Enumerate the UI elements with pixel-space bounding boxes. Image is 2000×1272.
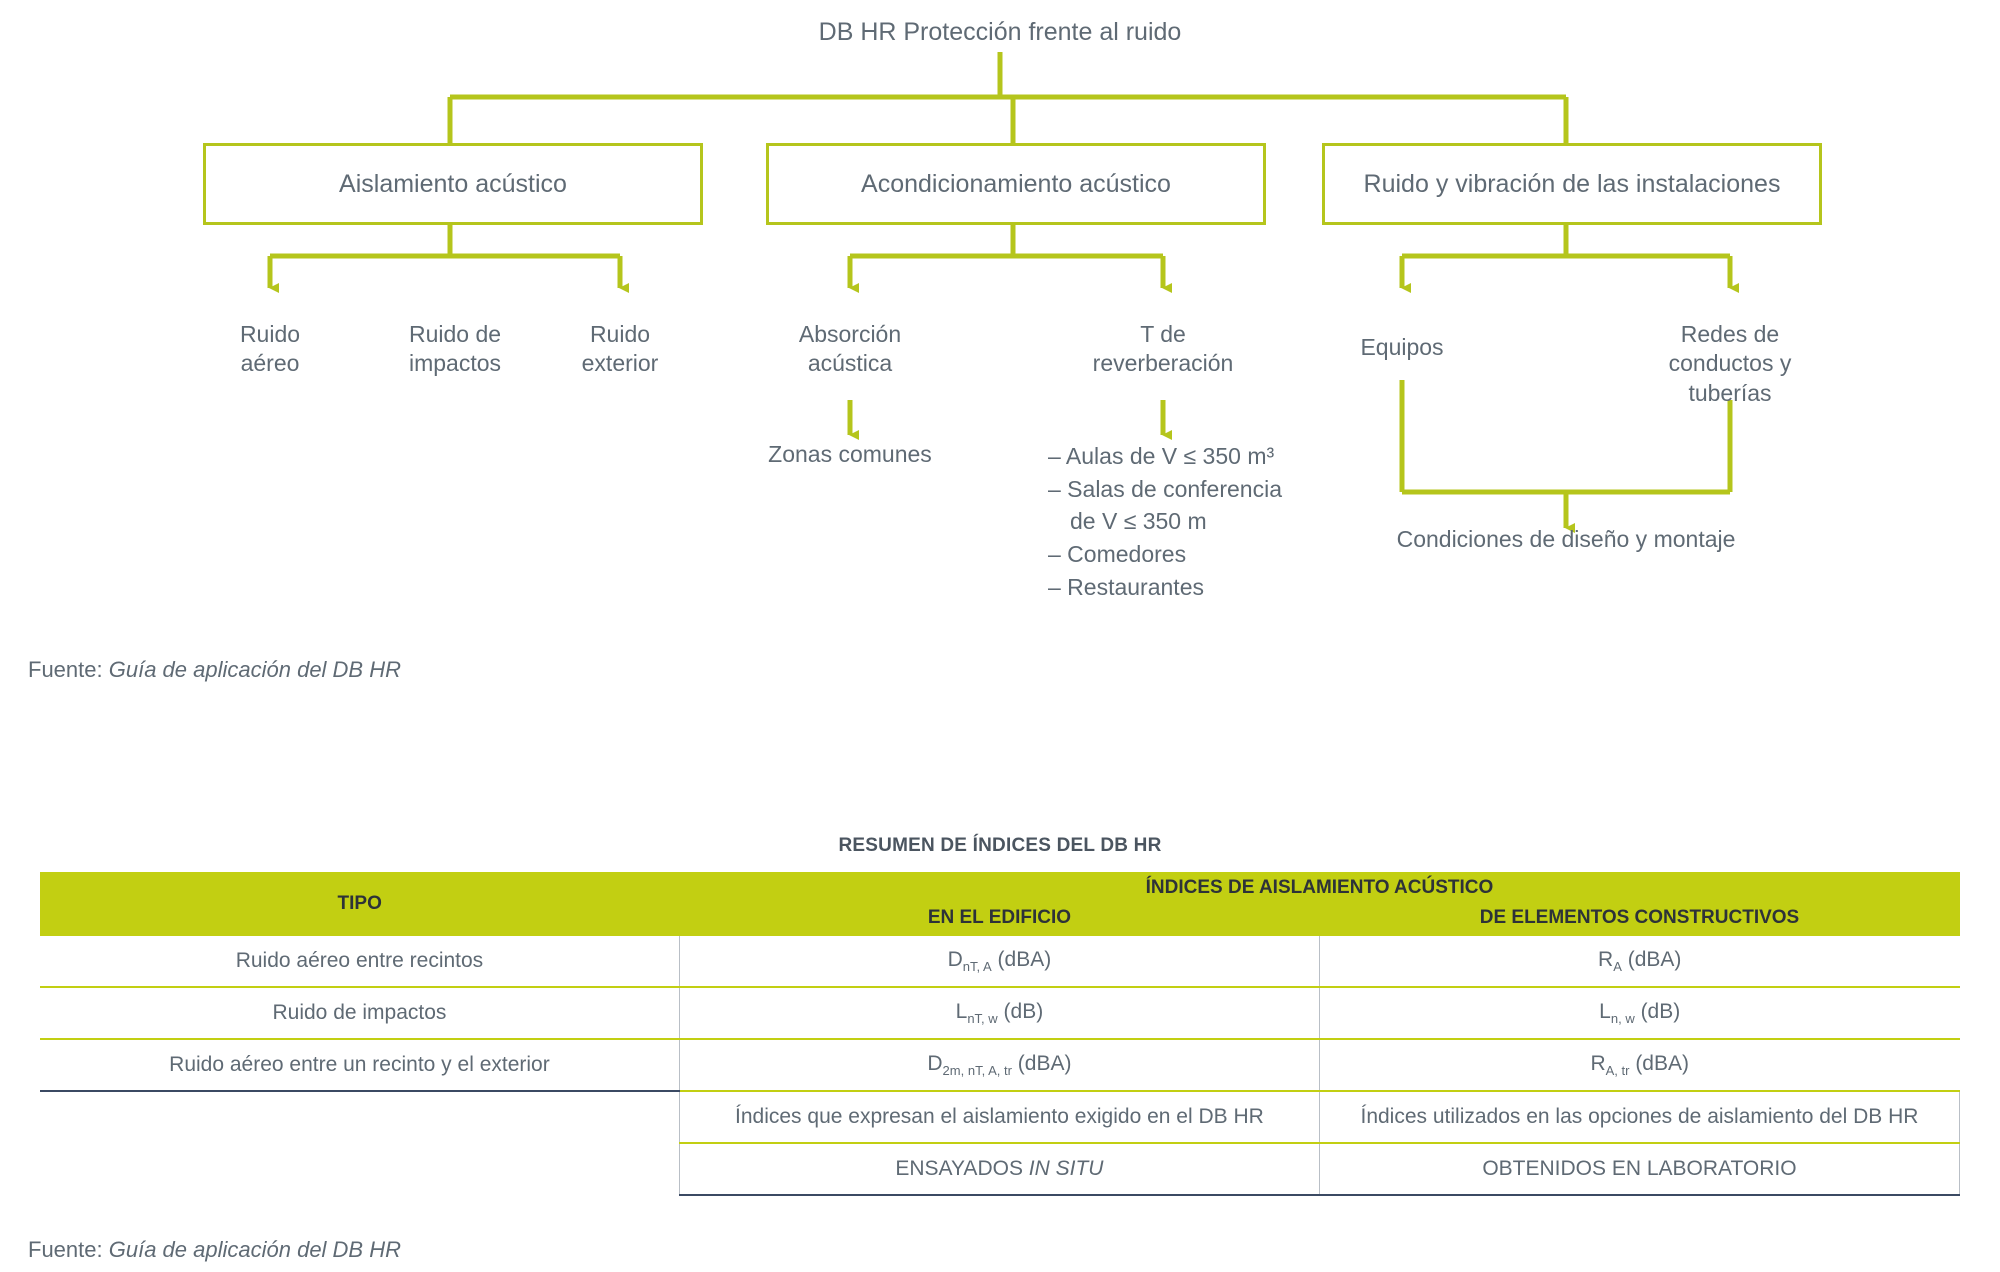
caption-fuente-bottom: Fuente: Guía de aplicación del DB HR <box>28 1237 401 1263</box>
group-header-subrow: EN EL EDIFICIO DE ELEMENTOS CONSTRUCTIVO… <box>679 907 1959 929</box>
cell-elemento-index: Ln, w (dB) <box>1319 987 1960 1040</box>
column-header-group: ÍNDICES DE AISLAMIENTO ACÚSTICO EN EL ED… <box>679 872 1960 936</box>
table-row: ENSAYADOS IN SITU OBTENIDOS EN LABORATOR… <box>40 1143 1961 1196</box>
list-item: de V ≤ 350 m <box>1070 508 1207 535</box>
cell-empty <box>40 1143 680 1195</box>
final-text-pre: ENSAYADOS <box>895 1157 1029 1180</box>
diagram-list-reverberacion: – Aulas de V ≤ 350 m³ – Salas de confere… <box>1048 440 1308 603</box>
formula-base: L <box>1599 999 1611 1023</box>
group-header-wrap: ÍNDICES DE AISLAMIENTO ACÚSTICO EN EL ED… <box>679 872 1959 936</box>
list-item: – Restaurantes <box>1048 573 1204 600</box>
column-header-tipo: TIPO <box>40 872 680 936</box>
formula-unit: (dBA) <box>1629 1051 1689 1075</box>
cell-tipo: Ruido aéreo entre un recinto y el exteri… <box>40 1039 680 1092</box>
cell-edificio-note: Índices que expresan el aislamiento exig… <box>678 1091 1320 1144</box>
formula-subscript: A <box>1613 959 1622 975</box>
caption-label: Fuente: <box>28 657 103 682</box>
caption-fuente-top: Fuente: Guía de aplicación del DB HR <box>28 657 401 683</box>
formula: LnT, w (dB) <box>955 999 1044 1027</box>
table-title: RESUMEN DE ÍNDICES DEL DB HR <box>838 835 1162 856</box>
list-item: – Salas de conferencia <box>1048 475 1282 502</box>
cell-elemento-index: RA, tr (dBA) <box>1319 1039 1960 1092</box>
table-header-row: TIPO ÍNDICES DE AISLAMIENTO ACÚSTICO EN … <box>40 872 1960 936</box>
formula: D2m, nT, A, tr (dBA) <box>927 1051 1072 1079</box>
diagram-leaf-condiciones-diseno-montaje: Condiciones de diseño y montaje <box>1396 526 1736 552</box>
formula: Ln, w (dB) <box>1599 999 1681 1027</box>
diagram-box-ruido-vibracion-instalaciones[interactable]: Ruido y vibración de las instalaciones <box>1322 143 1822 225</box>
diagram-leaf-ruido-de-impactos: Ruido de impactos <box>408 321 502 377</box>
formula: RA (dBA) <box>1598 947 1682 975</box>
formula: DnT, A (dBA) <box>947 947 1052 975</box>
column-header-en-el-edificio: EN EL EDIFICIO <box>927 907 1072 928</box>
indices-table: TIPO ÍNDICES DE AISLAMIENTO ACÚSTICO EN … <box>40 872 1961 1196</box>
cell-elemento-note: Índices utilizados en las opciones de ai… <box>1319 1091 1961 1144</box>
formula-unit: (dBA) <box>1621 947 1682 971</box>
cell-empty <box>40 1091 680 1143</box>
formula-base: L <box>955 999 968 1023</box>
cell-tipo: Ruido aéreo entre recintos <box>40 936 680 988</box>
column-header-de-elementos-constructivos: DE ELEMENTOS CONSTRUCTIVOS <box>1479 907 1800 928</box>
diagram-leaf-redes-conductos-tuberias: Redes de conductos y tuberías <box>1668 321 1792 406</box>
formula-base: R <box>1598 947 1614 971</box>
cell-elemento-final: OBTENIDOS EN LABORATORIO <box>1319 1143 1961 1196</box>
formula-base: D <box>947 947 963 971</box>
table-row: Índices que expresan el aislamiento exig… <box>40 1091 1961 1144</box>
table-body: Ruido aéreo entre recintos DnT, A (dBA) … <box>40 936 1961 1196</box>
final-text-italic: IN SITU <box>1028 1157 1104 1180</box>
cell-edificio-index: D2m, nT, A, tr (dBA) <box>679 1039 1320 1092</box>
formula-subscript: nT, w <box>967 1011 998 1027</box>
flow-diagram: DB HR Protección frente al ruido Aislami… <box>0 0 2000 620</box>
caption-source: Guía de aplicación del DB HR <box>108 1237 401 1262</box>
table-row: Ruido aéreo entre un recinto y el exteri… <box>40 1039 1960 1092</box>
formula-base: R <box>1590 1051 1606 1075</box>
formula-subscript: n, w <box>1610 1011 1635 1027</box>
group-header-title: ÍNDICES DE AISLAMIENTO ACÚSTICO <box>1145 877 1494 898</box>
diagram-leaf-ruido-exterior: Ruido exterior <box>581 321 659 377</box>
list-item: – Aulas de V ≤ 350 m³ <box>1048 443 1275 469</box>
cell-tipo: Ruido de impactos <box>40 987 680 1040</box>
caption-source: Guía de aplicación del DB HR <box>108 657 401 682</box>
cell-edificio-index: LnT, w (dB) <box>679 987 1320 1040</box>
formula-base: D <box>927 1051 943 1075</box>
diagram-leaf-zonas-comunes: Zonas comunes <box>768 441 932 467</box>
formula-subscript: 2m, nT, A, tr <box>942 1063 1012 1079</box>
cell-edificio-index: DnT, A (dBA) <box>679 936 1320 988</box>
formula-unit: (dB) <box>1634 999 1681 1023</box>
cell-edificio-final: ENSAYADOS IN SITU <box>678 1143 1320 1196</box>
formula-unit: (dBA) <box>1011 1051 1072 1075</box>
formula: RA, tr (dBA) <box>1590 1051 1689 1079</box>
caption-label: Fuente: <box>28 1237 103 1262</box>
table-row: Ruido de impactos LnT, w (dB) Ln, w (dB) <box>40 987 1960 1040</box>
formula-unit: (dB) <box>997 999 1044 1023</box>
diagram-root-title: DB HR Protección frente al ruido <box>818 18 1182 46</box>
list-item: – Comedores <box>1048 540 1187 567</box>
table-head: TIPO ÍNDICES DE AISLAMIENTO ACÚSTICO EN … <box>40 872 1960 936</box>
table-row: Ruido aéreo entre recintos DnT, A (dBA) … <box>40 936 1960 988</box>
diagram-leaf-ruido-aereo: Ruido aéreo <box>239 321 301 377</box>
diagram-box-aislamiento-acustico[interactable]: Aislamiento acústico <box>203 143 703 225</box>
diagram-connectors <box>267 52 1739 533</box>
diagram-leaf-t-de-reverberacion: T de reverberación <box>1092 321 1234 377</box>
formula-subscript: nT, A <box>962 959 992 975</box>
diagram-box-acondicionamiento-acustico[interactable]: Acondicionamiento acústico <box>766 143 1266 225</box>
cell-elemento-index: RA (dBA) <box>1319 936 1960 988</box>
formula-subscript: A, tr <box>1605 1063 1630 1079</box>
diagram-leaf-equipos: Equipos <box>1360 334 1444 360</box>
diagram-leaf-absorcion-acustica: Absorción acústica <box>798 321 902 377</box>
formula-unit: (dBA) <box>991 947 1052 971</box>
